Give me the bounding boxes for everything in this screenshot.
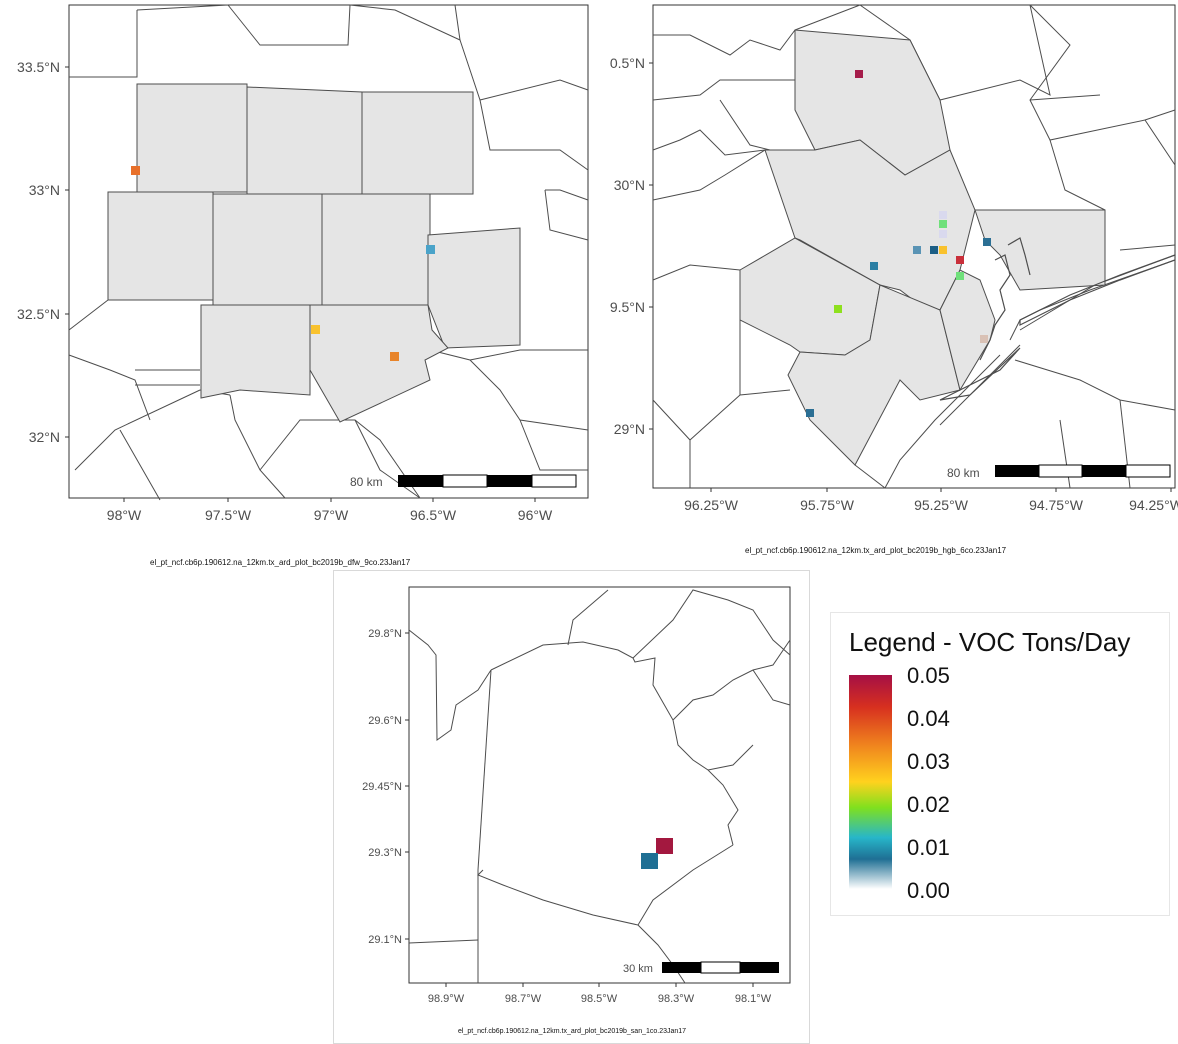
emission-point [983,238,991,246]
lon-tick-label: 94.75°W [1029,497,1084,513]
lon-tick-label: 98.3°W [658,993,695,1005]
map-caption: el_pt_ncf.cb6p.190612.na_12km.tx_ard_plo… [745,546,1007,555]
legend-label: 0.04 [907,706,950,731]
emission-point [834,305,842,313]
lon-tick-label: 95.75°W [800,497,855,513]
counties-hgb [739,29,1106,466]
emission-point [311,325,320,334]
emission-point [956,256,964,264]
emission-point [131,166,140,175]
lon-tick-label: 94.25°W [1129,497,1178,513]
lat-tick-label: 29°N [614,421,645,437]
legend-title: Legend - VOC Tons/Day [849,627,1131,657]
map-caption: el_pt_ncf.cb6p.190612.na_12km.tx_ard_plo… [150,558,411,567]
lat-tick-label: 29.6°N [368,715,402,727]
scalebar-label: 30 km [623,963,653,975]
emission-point [956,272,964,280]
lat-tick-label: 33.5°N [17,59,60,75]
county-boundaries [68,4,589,501]
emission-point [913,246,921,254]
lon-axis-san: 98.9°W 98.7°W 98.5°W 98.3°W 98.1°W [428,983,772,1005]
lat-tick-label: 9.5°N [610,299,645,315]
lat-tick-label: 29.8°N [368,628,402,640]
lon-tick-label: 98.5°W [581,993,618,1005]
lon-tick-label: 98.1°W [735,993,772,1005]
emission-points-dfw [131,166,435,361]
lon-tick-label: 97°W [314,507,349,523]
lon-axis-dfw: 98°W 97.5°W 97°W 96.5°W 96°W [107,498,553,523]
lon-tick-label: 97.5°W [205,507,252,523]
coastline-hgb [939,237,1176,401]
color-legend: Legend - VOC Tons/Day 0.05 0.04 0.03 0.0… [830,612,1170,916]
scalebar-dfw: 80 km [350,474,577,489]
emission-point [855,70,863,78]
legend-label: 0.03 [907,749,950,774]
map-caption: el_pt_ncf.cb6p.190612.na_12km.tx_ard_plo… [458,1028,687,1035]
lon-tick-label: 96.25°W [684,497,739,513]
lat-tick-label: 29.1°N [368,934,402,946]
lat-axis-san: 29.8°N 29.6°N 29.45°N 29.3°N 29.1°N [362,628,409,946]
lon-tick-label: 96°W [518,507,553,523]
lat-axis-hgb: 0.5°N 30°N 9.5°N 29°N [610,55,653,437]
emission-point [939,211,947,219]
lat-tick-label: 32°N [29,429,60,445]
map-panel-hgb: 80 km 0.5°N 30°N 9.5°N 29°N 96.25°W 95.7… [600,0,1178,570]
emission-point [980,335,988,343]
counties-dfw [107,83,521,423]
emission-point [939,220,947,228]
lat-axis-dfw: 33.5°N 33°N 32.5°N 32°N [17,59,69,445]
lat-tick-label: 29.45°N [362,781,402,793]
emission-point [806,409,814,417]
lat-tick-label: 32.5°N [17,306,60,322]
emission-point [930,246,938,254]
map-san: 30 km 29.8°N 29.6°N 29.45°N 29.3°N 29.1°… [333,570,810,1044]
map-panel-san: 30 km 29.8°N 29.6°N 29.45°N 29.3°N 29.1°… [333,570,813,1044]
lon-tick-label: 98.9°W [428,993,465,1005]
legend-colorbar [849,675,892,889]
lat-tick-label: 33°N [29,182,60,198]
legend-label: 0.02 [907,792,950,817]
scalebar-label: 80 km [947,466,980,480]
lon-tick-label: 98.7°W [505,993,542,1005]
emission-points-hgb [806,70,991,417]
legend-label: 0.00 [907,878,950,903]
emission-point [390,352,399,361]
legend-label: 0.05 [907,663,950,688]
lon-tick-label: 98°W [107,507,142,523]
map-hgb: 80 km 0.5°N 30°N 9.5°N 29°N 96.25°W 95.7… [610,4,1178,513]
map-dfw: 80 km 33.5°N 33°N 32.5°N 32°N 98°W 97.5°… [17,4,589,523]
emission-point [656,838,673,854]
emission-point [939,230,947,238]
emission-points-san [641,838,673,869]
lat-tick-label: 30°N [614,177,645,193]
scalebar-hgb: 80 km [947,464,1171,480]
emission-point [870,262,878,270]
lon-tick-label: 96.5°W [410,507,457,523]
legend-label: 0.01 [907,835,950,860]
lon-axis-hgb: 96.25°W 95.75°W 95.25°W 94.75°W 94.25°W [684,488,1178,513]
map-panel-dfw: 80 km 33.5°N 33°N 32.5°N 32°N 98°W 97.5°… [0,0,600,570]
scalebar-label: 80 km [350,475,383,489]
emission-point [641,853,658,869]
lat-tick-label: 29.3°N [368,847,402,859]
lat-tick-label: 0.5°N [610,55,645,71]
emission-point [426,245,435,254]
lon-tick-label: 95.25°W [914,497,969,513]
emission-point [939,246,947,254]
scalebar-san: 30 km [623,961,779,975]
